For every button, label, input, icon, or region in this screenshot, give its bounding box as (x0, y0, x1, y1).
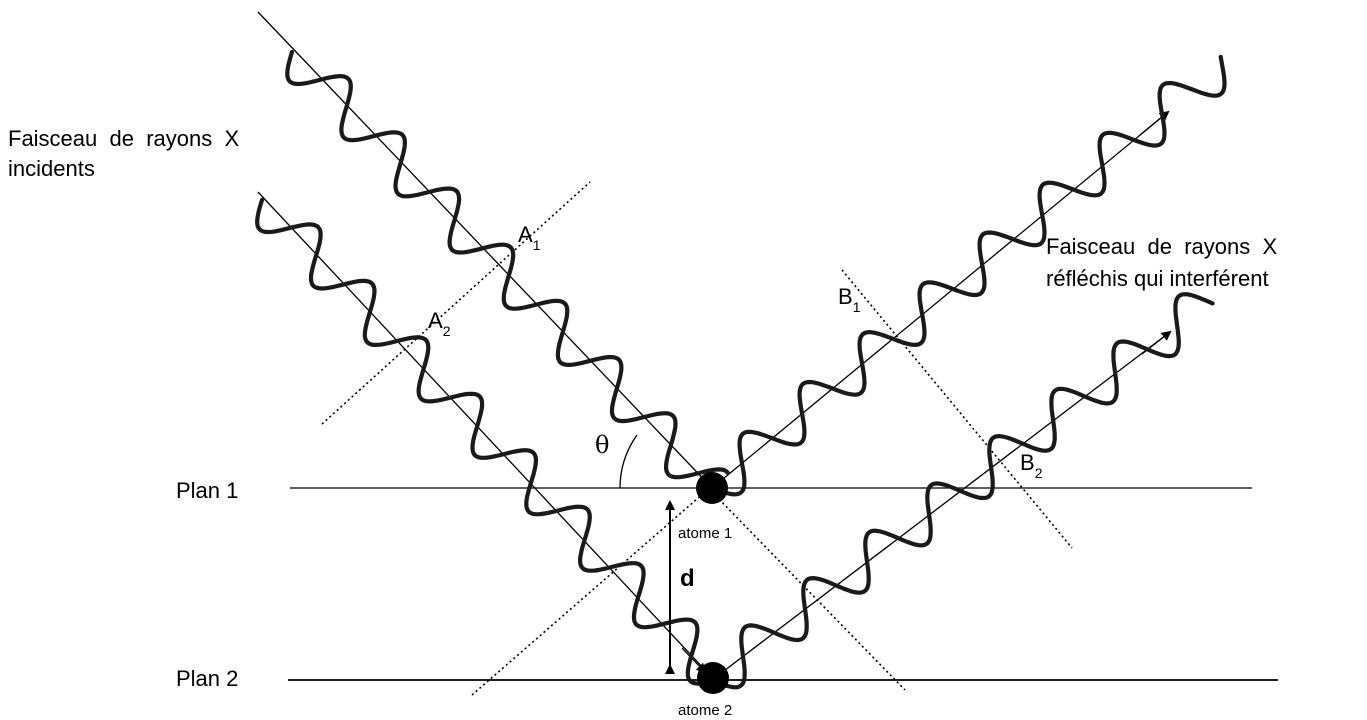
path-difference-line-left (471, 491, 706, 696)
incident-beam-label-line1: Faisceau de rayons X (8, 126, 239, 151)
point-B1-label: B1 (838, 284, 861, 315)
incident-beam-label-line2: incidents (8, 156, 95, 181)
theta-angle-label: θ (595, 431, 609, 459)
incident-ray-2-axis (257, 191, 706, 671)
path-difference-line-right (711, 491, 906, 691)
theta-angle-arc (619, 434, 638, 489)
reflected-beam-label-line2: réfléchis qui interférent (1046, 266, 1269, 291)
reflected-wavefront-line (841, 269, 1073, 549)
reflected-wave-1 (709, 54, 1227, 497)
incident-wave-1 (285, 49, 730, 480)
incident-wave-2 (255, 197, 702, 686)
incident-wavefront-line (321, 181, 591, 425)
atom-2-label: atome 2 (678, 702, 732, 719)
reflected-wave-2 (709, 292, 1215, 690)
reflected-ray-2-axis (711, 331, 1171, 681)
incident-ray-1-axis (257, 11, 713, 489)
atom-1 (696, 472, 728, 504)
point-A1-label: A1 (518, 222, 541, 253)
point-B2-label: B2 (1020, 450, 1043, 481)
point-A2-label: A2 (428, 308, 451, 339)
atom-1-label: atome 1 (678, 525, 732, 542)
plane-2-label: Plan 2 (176, 666, 238, 691)
reflected-beam-label-line1: Faisceau de rayons X (1046, 234, 1277, 259)
reflected-ray-1-axis (711, 111, 1169, 489)
wave-beams (255, 49, 1227, 690)
atom-2 (697, 662, 729, 694)
spacing-d-label: d (680, 565, 695, 592)
plane-1-label: Plan 1 (176, 478, 238, 503)
